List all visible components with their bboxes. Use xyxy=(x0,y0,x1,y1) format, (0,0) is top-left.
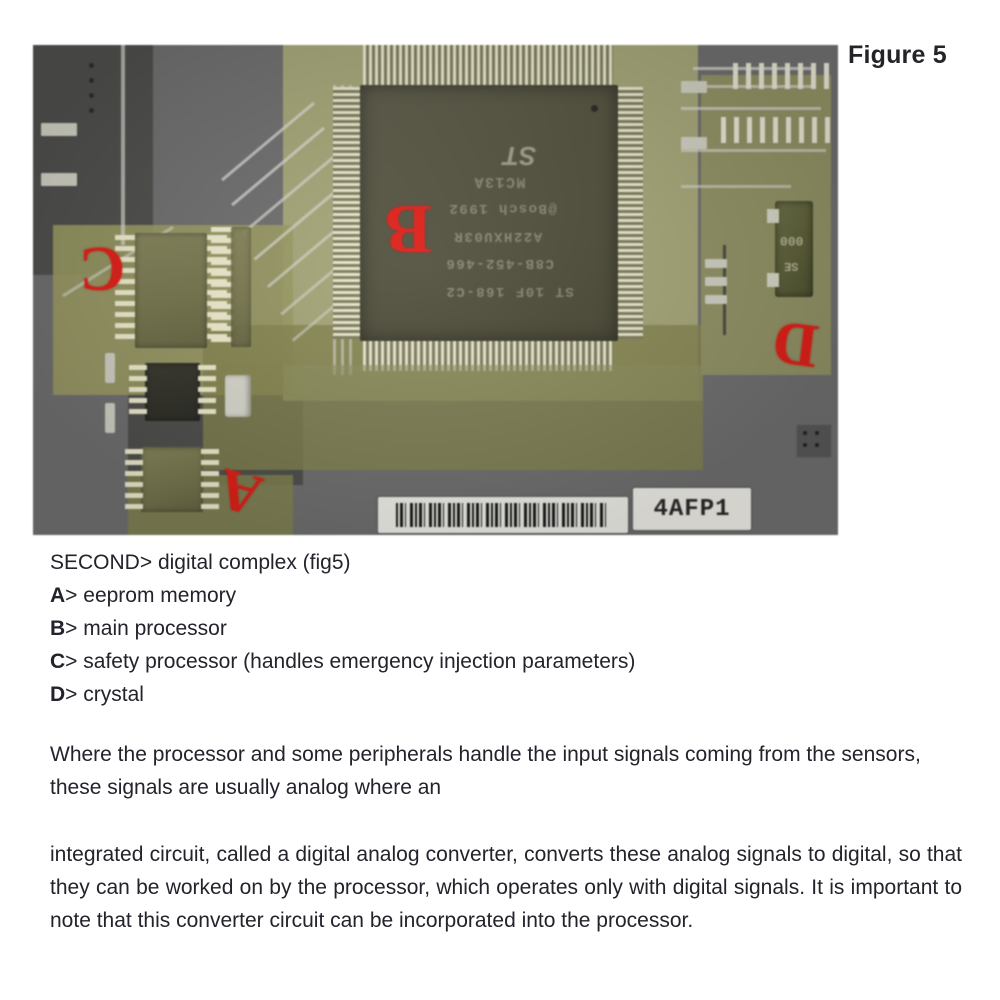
caption-prefix-d: D xyxy=(50,683,66,706)
via-left-2 xyxy=(89,78,94,83)
body-paragraph-1: Where the processor and some peripherals… xyxy=(50,743,921,799)
annotation-b: B xyxy=(385,190,432,267)
caption-prefix-c: C xyxy=(50,650,66,673)
soic-left-pins-left xyxy=(115,235,137,345)
pad-right-2 xyxy=(681,137,707,149)
soic-dark-pins-r xyxy=(198,365,216,420)
chip-mark-line4: C8B-452-466 xyxy=(445,255,554,271)
soic-left2-pins-left xyxy=(211,227,233,347)
pcb-photograph: ST MC13A @Bosch 1992 A22HXU03R C8B-452-4… xyxy=(33,45,838,535)
caption-text-c: > safety processor (handles emergency in… xyxy=(65,650,636,673)
board-lower-edge xyxy=(283,365,703,401)
capacitor-cylindrical xyxy=(225,375,251,417)
via-left-4 xyxy=(89,108,94,113)
caption-text-0: SECOND> digital complex (fig5) xyxy=(50,551,351,574)
pad-left-2 xyxy=(41,173,77,186)
pad-row-right-top xyxy=(733,63,833,89)
caption-line-0: SECOND> digital complex (fig5) xyxy=(50,546,960,579)
safety-processor-chip xyxy=(141,447,203,512)
pad-right-1 xyxy=(681,81,707,93)
via-left-1 xyxy=(89,63,94,68)
safety-pins-r xyxy=(201,449,219,511)
resistor-1 xyxy=(105,353,115,383)
annotation-c: C xyxy=(79,234,126,305)
via-left-3 xyxy=(89,93,94,98)
caption-text-a: > eeprom memory xyxy=(65,584,237,607)
caption-line-a: A> eeprom memory xyxy=(50,579,960,612)
chip-mark-line3: A22HXU03R xyxy=(453,228,543,244)
pad-row-right-mid xyxy=(721,117,833,143)
body-paragraph-2: integrated circuit, called a digital ana… xyxy=(50,843,962,932)
pad-right-cluster-3 xyxy=(705,295,727,304)
caption-prefix-b: B xyxy=(50,617,66,640)
chip-mark-line1: MC13A xyxy=(473,173,526,190)
crystal-marking-2: SE xyxy=(784,259,799,273)
trace-right-h4 xyxy=(681,149,826,152)
crystal-marking-1: 000 xyxy=(780,233,804,248)
board-connector xyxy=(795,423,833,459)
st-logo: ST xyxy=(503,141,537,171)
soic-dark-pins-l xyxy=(129,365,147,420)
caption-text-d: > crystal xyxy=(65,683,144,706)
crystal-lead-bottom xyxy=(767,273,779,287)
chip-mark-line2: @Bosch 1992 xyxy=(448,200,557,216)
soic-dark-chip-1 xyxy=(145,363,200,421)
caption-prefix-a: A xyxy=(50,584,66,607)
trace-right-h5 xyxy=(681,185,791,188)
figure-label: Figure 5 xyxy=(848,41,947,69)
pad-right-cluster-1 xyxy=(705,259,727,268)
main-processor-chip xyxy=(360,85,618,341)
chip-mark-line5: ST 10F 168-C2 xyxy=(445,283,574,299)
barcode-label xyxy=(378,497,628,533)
figure-caption-block: SECOND> digital complex (fig5) A> eeprom… xyxy=(50,546,960,711)
caption-line-c: C> safety processor (handles emergency i… xyxy=(50,645,960,678)
pad-right-cluster-2 xyxy=(705,277,727,286)
resistor-2 xyxy=(105,403,115,433)
chip-pin1-dot xyxy=(591,105,598,112)
qfp-pins-top xyxy=(363,45,613,89)
caption-line-d: D> crystal xyxy=(50,678,960,711)
trace-right-vert xyxy=(723,245,726,335)
soic-secondary-chip xyxy=(231,227,251,347)
safety-pins-l xyxy=(125,449,143,511)
part-code-label: 4AFP1 xyxy=(633,488,751,530)
trace-right-h3 xyxy=(681,107,821,110)
trace-left-vertical xyxy=(121,45,125,245)
caption-text-b: > main processor xyxy=(65,617,227,640)
crystal-oscillator xyxy=(775,201,813,297)
pad-left-1 xyxy=(41,123,77,136)
crystal-lead-top xyxy=(767,209,779,223)
qfp-pins-left xyxy=(333,87,365,339)
barcode-stripes xyxy=(396,503,606,527)
caption-line-b: B> main processor xyxy=(50,612,960,645)
annotation-d: D xyxy=(769,307,822,381)
eeprom-chip xyxy=(135,233,207,348)
